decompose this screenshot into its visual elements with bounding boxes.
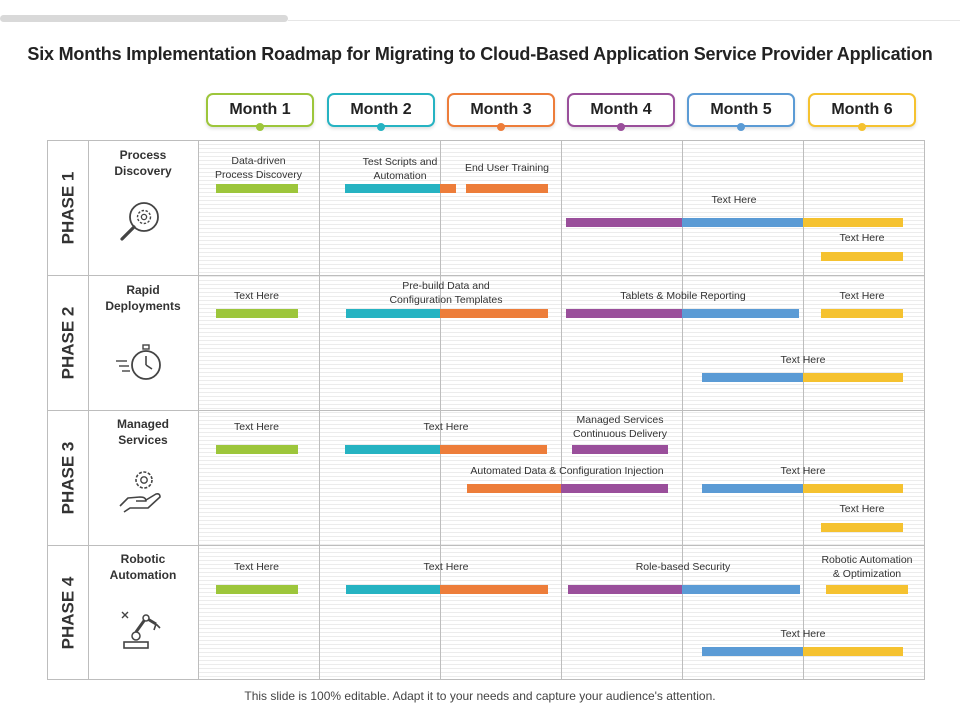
month-1-label: Month 1 xyxy=(229,101,291,118)
timeline-bar-green xyxy=(216,184,298,193)
phase-3-label: PHASE 3 xyxy=(58,441,77,515)
phase-4-label: PHASE 4 xyxy=(58,576,77,650)
hand-gear-icon xyxy=(119,471,161,513)
task-label: Text Here xyxy=(423,421,469,433)
month-3-header: Month 3 xyxy=(447,93,555,131)
month-5-header: Month 5 xyxy=(687,93,795,131)
month-6-dot xyxy=(858,123,866,131)
task-label: Pre-build Data and Configuration Templat… xyxy=(389,280,503,306)
decorative-top-line xyxy=(288,20,960,21)
timeline-bar-orange xyxy=(467,484,561,493)
month-4-dot xyxy=(617,123,625,131)
timeline-bar-teal xyxy=(345,445,440,454)
timeline-bar-yellow xyxy=(803,484,903,493)
grid-divider xyxy=(47,545,925,546)
timeline-bar-teal xyxy=(346,309,440,318)
task-label: Text Here xyxy=(711,194,757,206)
month-4-label: Month 4 xyxy=(590,101,652,118)
timeline-bar-yellow xyxy=(803,373,903,382)
timeline-bar-blue xyxy=(702,373,803,382)
task-label: Text Here xyxy=(234,561,279,573)
month-6-header: Month 6 xyxy=(808,93,916,131)
timeline-bar-orange xyxy=(440,184,456,193)
decorative-top-bar xyxy=(0,15,288,22)
task-label: Text Here xyxy=(839,290,885,302)
robot-arm-icon xyxy=(121,611,161,649)
timeline-bar-orange xyxy=(440,309,548,318)
month-1-header: Month 1 xyxy=(206,93,314,131)
timeline-bar-yellow xyxy=(821,309,903,318)
task-label: Text Here xyxy=(839,503,885,515)
task-label: Robotic Automation & Optimization xyxy=(821,554,913,580)
timeline-bar-green xyxy=(216,445,298,454)
task-label: Text Here xyxy=(780,628,826,640)
timeline-bar-orange xyxy=(466,184,548,193)
timeline-bar-green xyxy=(216,585,298,594)
timeline-bar-yellow xyxy=(826,585,908,594)
footer-note: This slide is 100% editable. Adapt it to… xyxy=(244,689,716,703)
month-2-dot xyxy=(377,123,385,131)
task-label: Text Here xyxy=(780,354,826,366)
magnifier-gear-icon xyxy=(120,202,159,241)
timeline-bar-yellow xyxy=(803,647,903,656)
task-label: Text Here xyxy=(780,465,826,477)
task-label: Text Here xyxy=(423,561,469,573)
task-label: Text Here xyxy=(234,290,279,302)
timeline-bar-blue xyxy=(682,585,800,594)
task-label: Tablets & Mobile Reporting xyxy=(620,290,746,302)
month-3-label: Month 3 xyxy=(470,101,532,118)
month-1-dot xyxy=(256,123,264,131)
timeline-bar-purple xyxy=(568,585,682,594)
timeline-bar-purple xyxy=(566,218,682,227)
month-4-header: Month 4 xyxy=(567,93,675,131)
timeline-bar-blue xyxy=(682,218,803,227)
grid-divider xyxy=(47,275,925,276)
grid-divider xyxy=(47,410,925,411)
timeline-bar-blue xyxy=(702,647,803,656)
task-label: Managed Services Continuous Delivery xyxy=(573,414,667,440)
timeline-bar-blue xyxy=(682,309,799,318)
month-5-dot xyxy=(737,123,745,131)
task-label: Role-based Security xyxy=(635,561,731,573)
task-label: Automated Data & Configuration Injection xyxy=(470,465,664,477)
month-5-label: Month 5 xyxy=(710,101,772,118)
phase-2-label: PHASE 2 xyxy=(58,306,77,380)
month-6-label: Month 6 xyxy=(831,101,893,118)
timeline-bar-blue xyxy=(702,484,803,493)
timeline-bar-yellow xyxy=(821,523,903,532)
timeline-bar-purple xyxy=(572,445,668,454)
timeline-bar-teal xyxy=(345,184,440,193)
timeline-bar-teal xyxy=(346,585,440,594)
timeline-bar-yellow xyxy=(821,252,903,261)
month-2-label: Month 2 xyxy=(350,101,412,118)
phase-1-label: PHASE 1 xyxy=(58,171,77,245)
timeline-bar-orange xyxy=(440,585,548,594)
month-2-header: Month 2 xyxy=(327,93,435,131)
timeline-bar-green xyxy=(216,309,298,318)
page-title: Six Months Implementation Roadmap for Mi… xyxy=(27,44,933,64)
timeline-bar-purple xyxy=(566,309,682,318)
timeline-bar-orange xyxy=(440,445,547,454)
timeline-bar-purple xyxy=(561,484,668,493)
task-label: Test Scripts and Automation xyxy=(362,156,438,182)
stopwatch-icon xyxy=(116,344,161,380)
task-label: Text Here xyxy=(234,421,279,433)
task-label: End User Training xyxy=(464,162,550,174)
month-3-dot xyxy=(497,123,505,131)
timeline-bar-yellow xyxy=(803,218,903,227)
task-label: Text Here xyxy=(839,232,885,244)
task-label: Data-driven Process Discovery xyxy=(215,155,302,181)
